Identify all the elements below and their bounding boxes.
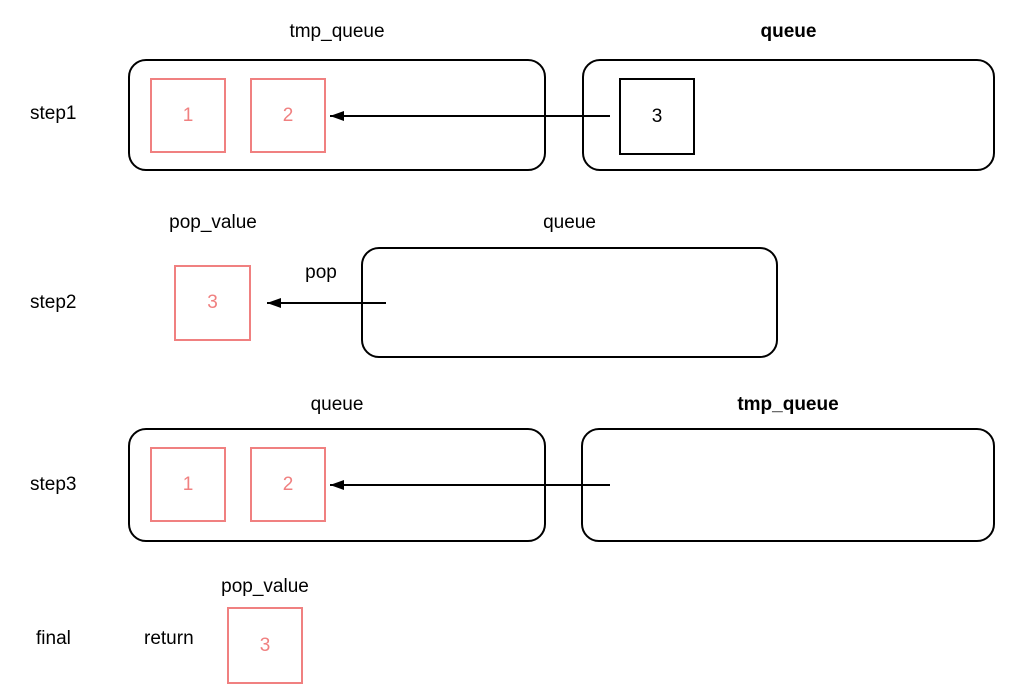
step2-queue-container — [361, 247, 778, 358]
step3-label: step3 — [30, 474, 77, 495]
queue-item-box: 2 — [250, 78, 326, 153]
item-value: 2 — [282, 473, 294, 495]
queue-item-box: 3 — [619, 78, 695, 155]
item-value: 3 — [651, 105, 663, 127]
step1-queue-title: queue — [760, 21, 817, 42]
item-value: 3 — [207, 292, 218, 313]
item-value: 1 — [182, 473, 194, 495]
queue-item-box: 1 — [150, 78, 226, 153]
queue-item-box: 2 — [250, 447, 326, 522]
return-label: return — [144, 628, 194, 649]
pop-arrow-label: pop — [305, 262, 337, 283]
final-label: final — [36, 628, 71, 649]
step3-tmp-queue-title: tmp_queue — [737, 394, 839, 415]
step2-pop-value-title: pop_value — [169, 212, 257, 233]
step1-label: step1 — [30, 103, 77, 124]
final-pop-value-title: pop_value — [221, 576, 309, 597]
step3-tmp-queue-container — [581, 428, 995, 542]
pop-value-box: 3 — [174, 265, 251, 341]
final-pop-value-box: 3 — [227, 607, 303, 684]
item-value: 3 — [259, 634, 271, 656]
step2-label: step2 — [30, 292, 77, 313]
step1-queue-container: 3 — [582, 59, 995, 171]
step2-queue-title: queue — [543, 212, 596, 233]
step3-queue-container: 1 2 — [128, 428, 546, 542]
step3-queue-title: queue — [310, 394, 364, 415]
item-value: 1 — [182, 104, 194, 126]
queue-item-box: 1 — [150, 447, 226, 522]
step1-tmp-queue-container: 1 2 — [128, 59, 546, 171]
step1-tmp-queue-title: tmp_queue — [289, 21, 385, 42]
item-value: 2 — [282, 104, 294, 126]
